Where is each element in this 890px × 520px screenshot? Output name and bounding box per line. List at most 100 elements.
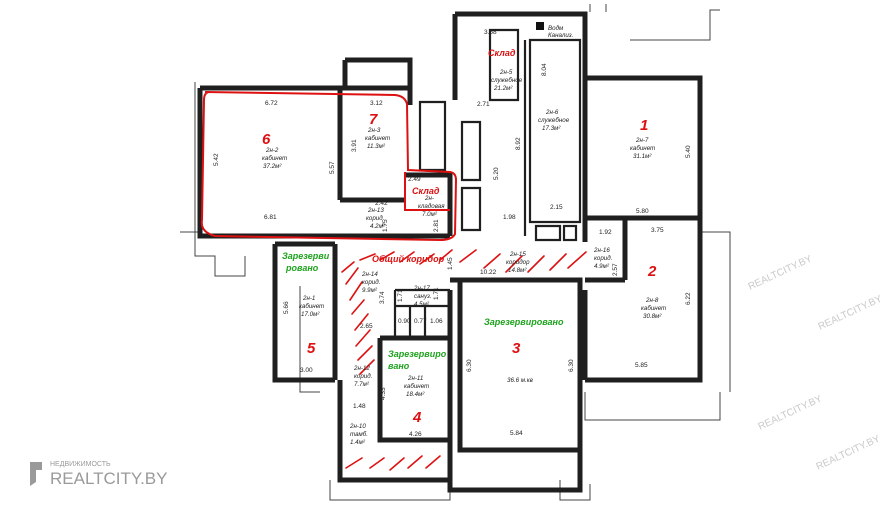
watermark-faint: REALTCITY.BY [757, 393, 825, 432]
dimension: 6.72 [265, 100, 278, 107]
dimension: 1.45 [447, 257, 454, 270]
room-type: корид. [594, 255, 612, 262]
watermark: НЕДВИЖИМОСТЬ REALTCITY.BY REALTCITY.BY R… [30, 253, 884, 488]
room-numbers: 6 7 1 2 5 3 4 [262, 111, 657, 426]
dimension: 5.66 [283, 301, 290, 314]
dimension: 1.71 [433, 287, 440, 300]
dimension: 8.92 [515, 137, 522, 150]
dimension: 6.81 [264, 214, 277, 221]
room-type: сануз. [414, 293, 432, 300]
room-type: служебное [538, 117, 570, 124]
meter-label-2: Канализ. [548, 32, 573, 39]
dimension: 3.00 [300, 367, 313, 374]
dimension: 10.22 [480, 269, 497, 276]
room-area: 4.5м² [414, 301, 430, 308]
dimension: 4.26 [409, 431, 422, 438]
dimension: 5.84 [510, 430, 523, 437]
room-number-7: 7 [369, 111, 378, 128]
room-id: 2н- [424, 195, 434, 202]
room-area: 14.8м² [508, 267, 527, 274]
room-area: 4.9м² [594, 263, 610, 270]
room-area: 17.3м² [542, 125, 561, 132]
dimension: 1.06 [430, 318, 443, 325]
room-type: кабинет [365, 135, 390, 142]
room-id: 2н-8 [645, 297, 659, 304]
outer-outline [180, 4, 731, 501]
room-area: 1.4м² [350, 439, 366, 446]
room-type: служебное [491, 77, 523, 84]
room-type: кабинет [641, 305, 666, 312]
room-type: кабинет [630, 145, 655, 152]
realtcity-logo-icon [30, 462, 42, 486]
room-area: 21.2м² [493, 85, 513, 92]
corridor-label: Общий коридор [372, 254, 445, 264]
dimension: 5.40 [685, 145, 692, 158]
dimension: 1.48 [353, 403, 366, 410]
room-number-6: 6 [262, 131, 271, 148]
dimension: 2.71 [477, 101, 490, 108]
room-type: корид. [362, 279, 380, 286]
sklad-label-top: Склад [488, 48, 516, 58]
room-number-2: 2 [647, 263, 657, 280]
sklad-label-mid: Склад [412, 186, 440, 196]
room-area: 36.6 м.кв [507, 377, 534, 384]
reserved-label-5-line1: Зарезерви [282, 251, 330, 261]
room-type: тамб. [350, 431, 368, 438]
room-id: 2н-1 [302, 295, 315, 302]
dimension: 5.85 [635, 362, 648, 369]
room-area: 18.4м² [406, 391, 425, 398]
dimension: 2.57 [612, 263, 619, 276]
walls [197, 11, 703, 493]
room-id: 2н-2 [265, 147, 279, 154]
room-number-1: 1 [640, 117, 648, 134]
annotations: Склад Склад Общий коридор Зарезерви рова… [282, 48, 564, 371]
dimension: 5.20 [493, 167, 500, 180]
room-area: 4.2м² [370, 223, 386, 230]
watermark-faint: REALTCITY.BY [815, 433, 883, 472]
dimension: 4.33 [380, 387, 387, 400]
room-id: 2н-14 [361, 271, 378, 278]
dimension: 6.30 [466, 359, 473, 372]
room-number-4: 4 [412, 409, 422, 426]
room-id: 2н-7 [635, 137, 649, 144]
room-type: коридор [506, 259, 530, 266]
room-id: 2н-15 [509, 251, 526, 258]
room-id: 2н-13 [367, 207, 384, 214]
room-area: 17.0м² [301, 311, 320, 318]
room-type: корид. [354, 373, 372, 380]
room-area: 31.1м² [633, 153, 652, 160]
dimension: 2.42 [375, 200, 388, 207]
dimension: 5.80 [636, 208, 649, 215]
dimension: 1.71 [397, 289, 404, 302]
room-id: 2н-5 [499, 69, 513, 76]
dimension: 0.90 [398, 318, 411, 325]
dimension: 1.98 [503, 214, 516, 221]
dimensions: 3.58 8.04 2.71 6.72 3.12 5.42 5.57 3.91 … [213, 29, 692, 438]
dimension: 2.15 [550, 204, 563, 211]
reserved-label-4-line1: Зарезервиро [388, 349, 447, 359]
highlight-outline [200, 91, 458, 242]
room-number-3: 3 [512, 340, 521, 357]
room-type: кабинет [262, 155, 287, 162]
dimension: 3.12 [370, 100, 383, 107]
dimension: 8.04 [541, 63, 548, 76]
dimension: 0.77 [414, 318, 427, 325]
dimension: 5.57 [329, 161, 336, 174]
dimension: 6.22 [685, 292, 692, 305]
room-area: 11.3м² [367, 143, 386, 150]
room-labels: 2н-2 кабинет 37.2м² 2н-3 кабинет 11.3м² … [262, 69, 666, 446]
corridor-scribbles [341, 249, 587, 471]
room-type: кабинет [404, 383, 429, 390]
watermark-small: НЕДВИЖИМОСТЬ [50, 461, 111, 468]
room-area: 30.8м² [643, 313, 662, 320]
room-type: корид. [366, 215, 384, 222]
room-area: 7.0м² [422, 211, 438, 218]
room-id: 2н-16 [593, 247, 610, 254]
room-id: 2н-10 [349, 423, 366, 430]
reserved-label-4-line2: вано [388, 361, 410, 371]
watermark-faint: REALTCITY.BY [817, 293, 885, 332]
dimension: 3.75 [651, 227, 664, 234]
dimension: 6.30 [568, 359, 575, 372]
dimension: 2.49 [408, 176, 421, 183]
